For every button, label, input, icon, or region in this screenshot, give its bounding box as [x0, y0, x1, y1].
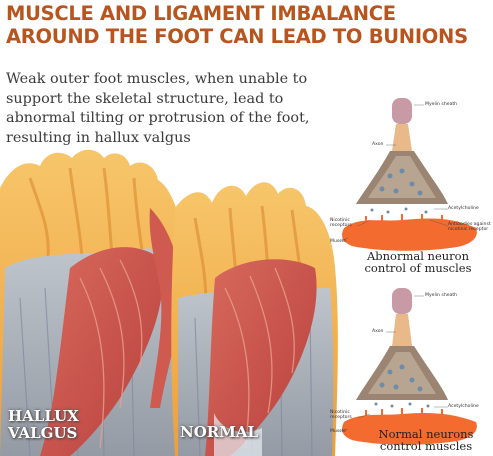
nicotinic-receptors-label: Nicotinic receptors	[330, 218, 352, 228]
description: Weak outer foot muscles, when unable to …	[6, 70, 336, 148]
abnormal-neuron-graphic	[339, 98, 477, 251]
abnormal-caption-line-1: Abnormal neuron	[366, 249, 470, 263]
page-title: MUSCLE AND LIGAMENT IMBALANCE AROUND THE…	[6, 2, 490, 48]
hallux-valgus-label-line-1: HALLUX	[8, 407, 79, 425]
nicotinic-receptors-line-1: Nicotinic	[330, 218, 350, 223]
title-line-1: MUSCLE AND LIGAMENT IMBALANCE	[6, 2, 396, 25]
abnormal-neuron-diagram: Myelin sheath Axon Acetylcholine Nicotin…	[330, 96, 493, 278]
normal-caption-line-2: control muscles	[379, 439, 473, 453]
description-line-4: resulting in hallux valgus	[6, 129, 191, 146]
normal-foot	[171, 182, 338, 456]
antibodies-line-2: nicotinic receptor	[448, 227, 489, 232]
myelin-sheath-label: Myelin sheath	[425, 102, 458, 107]
normal-neuron-graphic	[339, 288, 477, 445]
acetylcholine-label: Acetylcholine	[448, 404, 479, 409]
hallux-valgus-label-line-2: VALGUS	[8, 424, 78, 442]
axon-label: Axon	[372, 142, 384, 147]
acetylcholine-label: Acetylcholine	[448, 206, 479, 211]
muscle-label: Muscle	[330, 239, 346, 244]
hallux-valgus-label: HALLUX VALGUS	[8, 408, 79, 442]
normal-label: NORMAL	[180, 423, 259, 441]
description-line-1: Weak outer foot muscles, when unable to	[6, 71, 308, 87]
description-line-2: support the skeletal structure, lead to	[6, 90, 284, 107]
nicotinic-receptors-label: Nicotinic receptors	[330, 410, 352, 420]
nicotinic-receptors-line-2: receptors	[330, 223, 352, 228]
axon-label: Axon	[372, 329, 384, 334]
description-line-3: abnormal tilting or protrusion of the fo…	[6, 110, 310, 126]
antibodies-line-1: Antibodies against	[448, 222, 491, 227]
myelin-sheath-label: Myelin sheath	[425, 293, 458, 298]
foot-illustrations	[0, 149, 338, 456]
nicotinic-receptors-line-2: receptors	[330, 415, 352, 420]
abnormal-neuron-caption: Abnormal neuron control of muscles	[358, 250, 478, 274]
hallux-valgus-foot	[0, 149, 190, 456]
antibodies-label: Antibodies against nicotinic receptor	[448, 222, 491, 232]
normal-neuron-diagram: Myelin sheath Axon Acetylcholine Nicotin…	[330, 286, 493, 456]
abnormal-caption-line-2: control of muscles	[364, 261, 472, 275]
nicotinic-receptors-line-1: Nicotinic	[330, 410, 350, 415]
normal-caption-line-1: Normal neurons	[378, 427, 474, 441]
normal-neuron-caption: Normal neurons control muscles	[366, 428, 486, 452]
title-line-2: AROUND THE FOOT CAN LEAD TO BUNIONS	[6, 25, 468, 48]
muscle-label: Muscle	[330, 429, 346, 434]
